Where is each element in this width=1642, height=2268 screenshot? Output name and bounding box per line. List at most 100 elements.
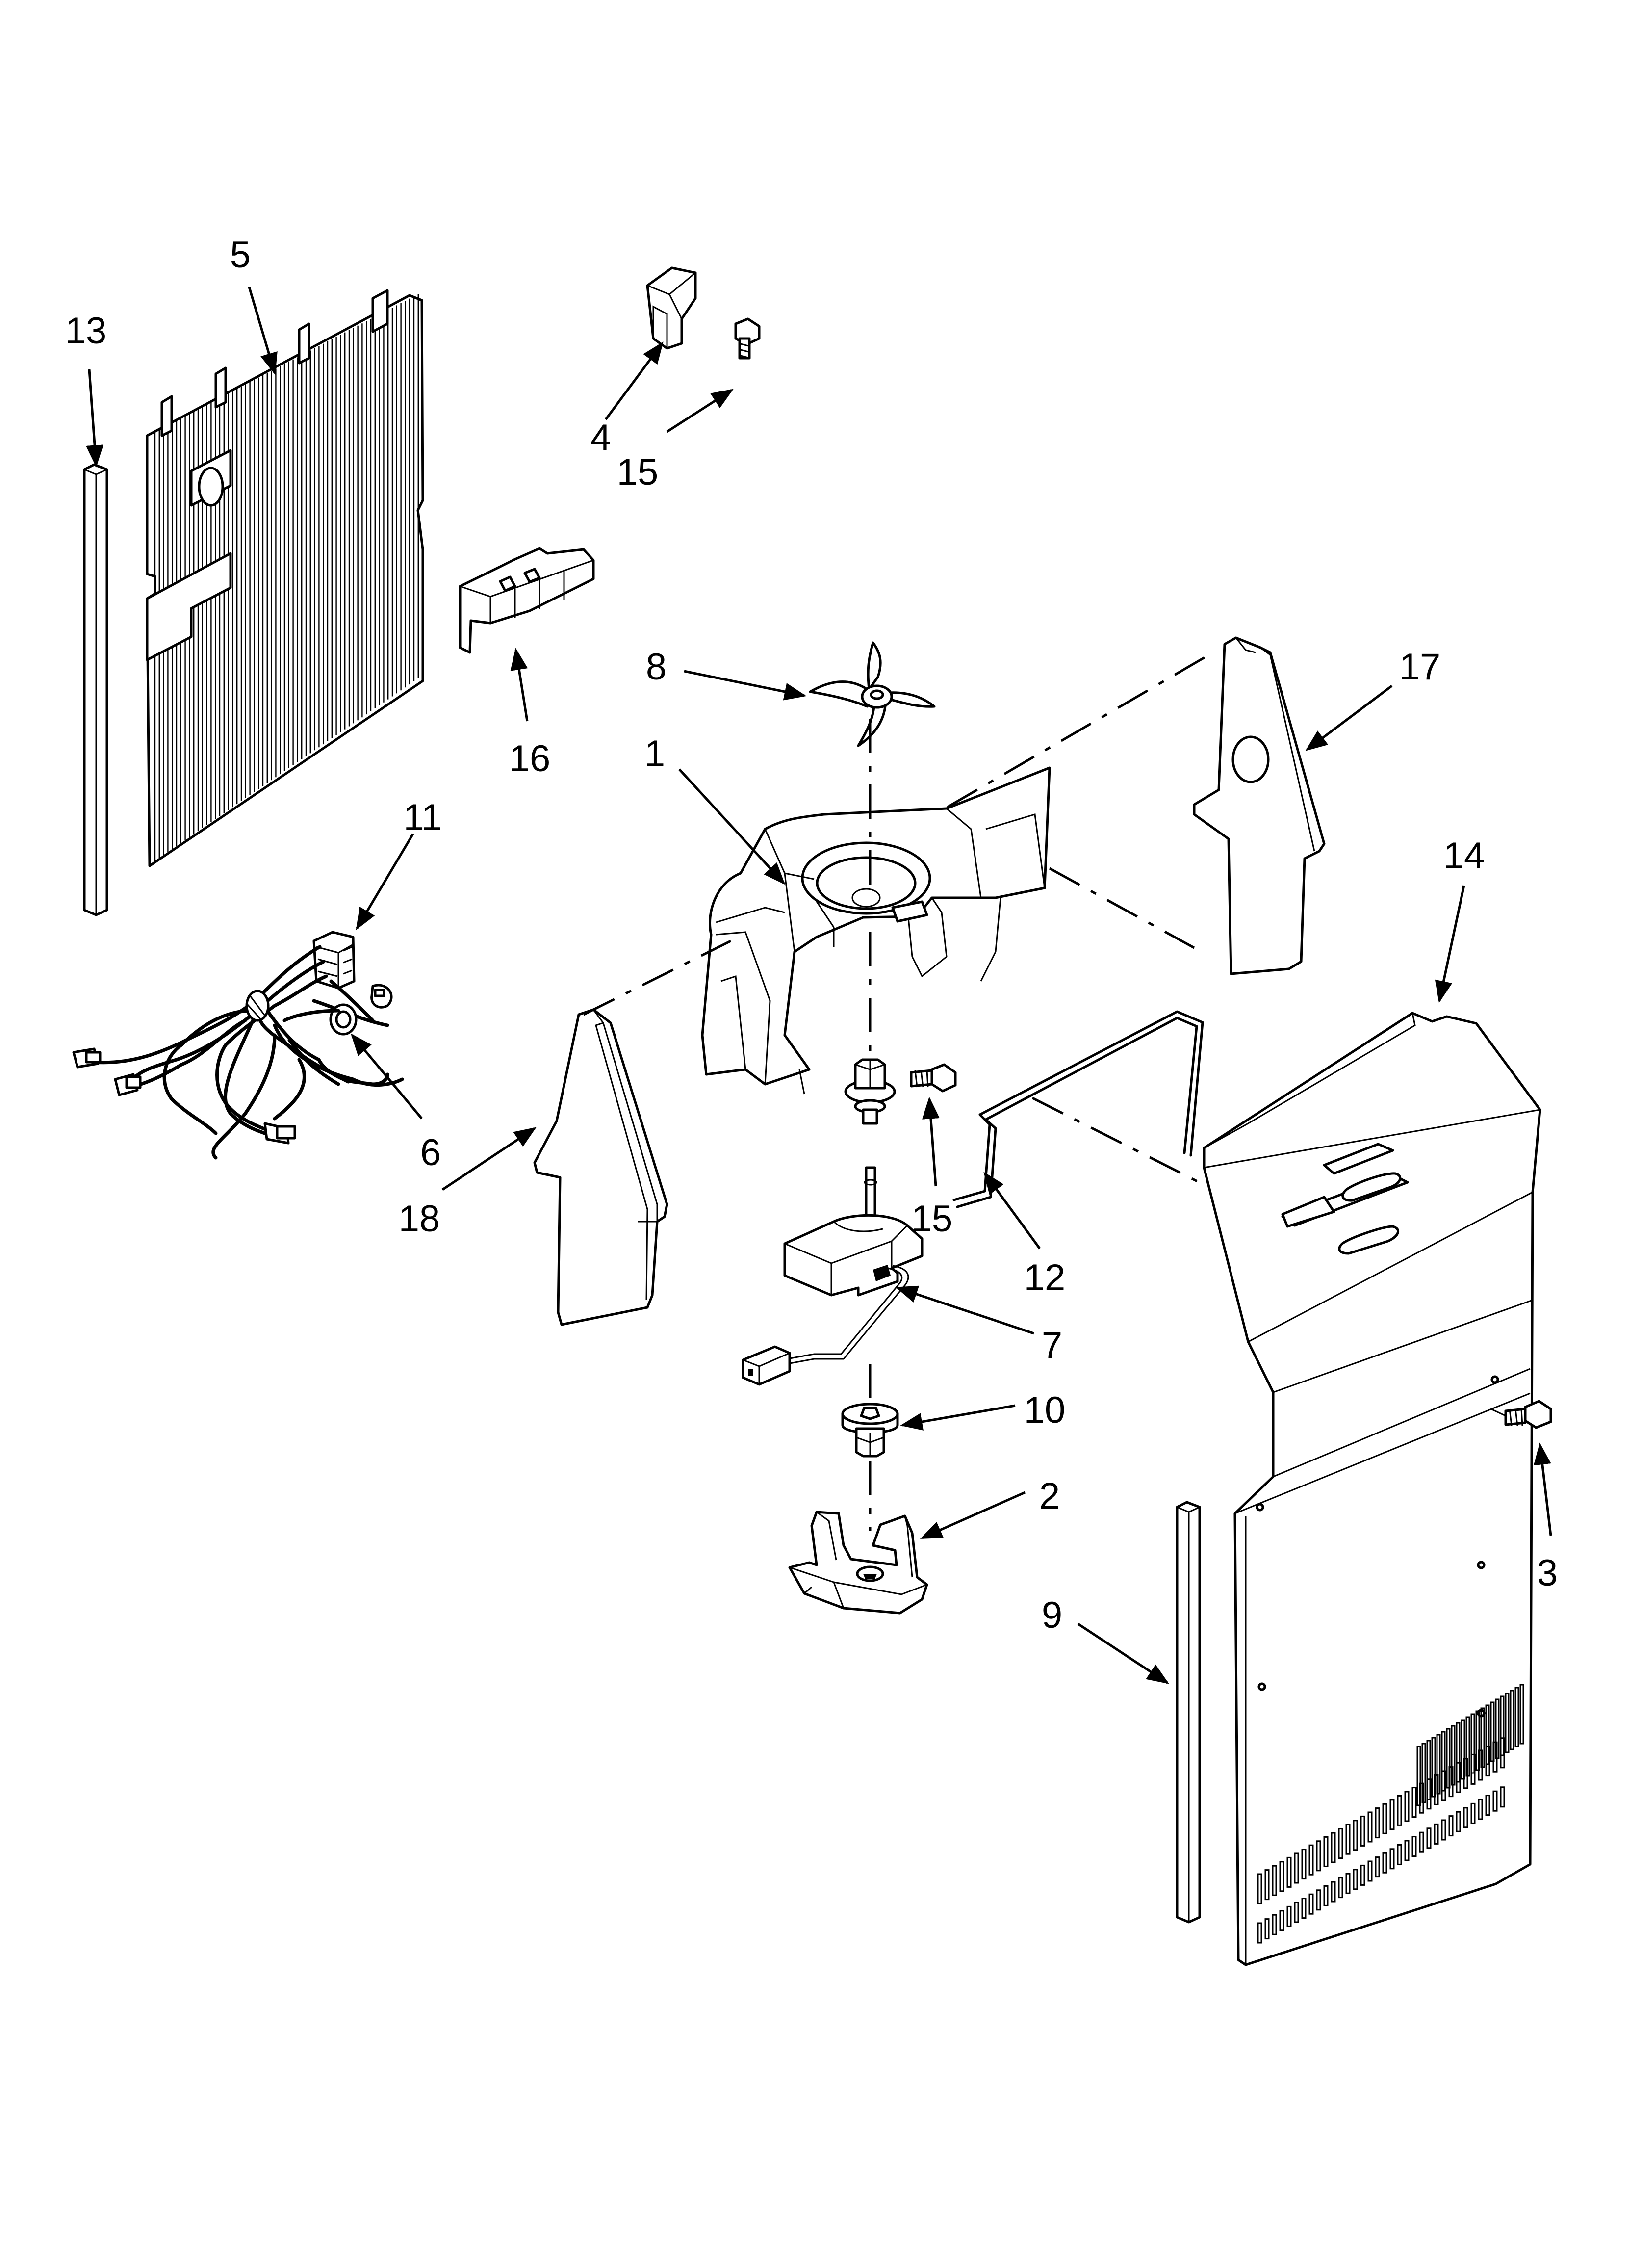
vent-slot	[1353, 1820, 1358, 1851]
vent-slot	[1294, 1902, 1299, 1923]
vent-slot	[1404, 1840, 1410, 1861]
vent-slot	[1294, 1852, 1299, 1884]
vent-slot	[1456, 1722, 1461, 1783]
vent-slot	[1485, 1704, 1490, 1765]
vent-slot	[1301, 1849, 1307, 1880]
vent-slot	[1490, 1701, 1495, 1762]
vent-slot	[1375, 1807, 1380, 1839]
vent-slot	[1331, 1881, 1336, 1903]
vent-slot	[1441, 1731, 1446, 1792]
callout-4: 4	[590, 417, 611, 459]
part-3-screw	[1490, 1400, 1552, 1429]
callout-15-lower: 15	[911, 1198, 953, 1240]
vent-slot	[1434, 1823, 1439, 1845]
part-4-vent-cap	[646, 266, 697, 350]
callout-12: 12	[1024, 1257, 1066, 1299]
vent-slot	[1441, 1819, 1446, 1841]
vent-slot	[1272, 1865, 1277, 1896]
vent-slot	[1331, 1832, 1336, 1863]
callout-17: 17	[1399, 646, 1441, 688]
vent-slot	[1470, 1713, 1475, 1774]
vent-slot	[1397, 1844, 1402, 1865]
vent-slot	[1485, 1795, 1490, 1816]
part-5-rear-panel	[146, 289, 424, 867]
callout-11: 11	[404, 797, 442, 838]
alignment-lines	[583, 652, 1212, 1531]
vent-slot	[1419, 1831, 1424, 1853]
vent-slot	[1323, 1885, 1329, 1906]
part-8-fan-blade	[809, 641, 936, 747]
vent-slot	[1389, 1799, 1395, 1830]
part-15-screw-top	[734, 317, 761, 360]
callout-15-top: 15	[617, 451, 659, 493]
vent-slot	[1463, 1807, 1468, 1828]
part-15-screw-lower	[910, 1063, 957, 1093]
part-12-wire-bracket	[952, 1010, 1204, 1208]
callout-18: 18	[399, 1198, 440, 1240]
vent-slot	[1456, 1811, 1461, 1832]
vent-slot	[1421, 1743, 1426, 1803]
vent-slot	[1451, 1725, 1456, 1786]
part-1-fan-shroud	[701, 766, 1051, 1095]
callout-2: 2	[1039, 1475, 1060, 1517]
vent-slot	[1465, 1716, 1470, 1777]
vent-slot	[1470, 1802, 1476, 1824]
callout-13: 13	[65, 310, 107, 352]
part-7-fan-motor	[742, 1166, 924, 1386]
part-18-baffle-left	[533, 1008, 668, 1326]
vent-slot	[1397, 1795, 1402, 1826]
vent-slot	[1475, 1710, 1480, 1771]
motor-grommet-upper	[844, 1058, 896, 1125]
vent-slot	[1431, 1737, 1436, 1798]
callout-14: 14	[1443, 835, 1485, 877]
callout-1: 1	[644, 733, 665, 775]
vent-slot	[1272, 1914, 1277, 1935]
vent-slot	[1375, 1856, 1380, 1878]
part-17-baffle-right	[1193, 636, 1326, 975]
part-16-bracket	[459, 547, 595, 654]
callout-8: 8	[646, 646, 667, 688]
part-9-strip	[1176, 1501, 1201, 1924]
part-2-motor-bracket	[788, 1511, 928, 1615]
vent-slot	[1436, 1734, 1441, 1795]
callout-7: 7	[1042, 1325, 1062, 1366]
vent-slot	[1519, 1684, 1524, 1745]
vent-slot	[1411, 1836, 1417, 1857]
vent-slot	[1257, 1873, 1262, 1904]
vent-slot	[1426, 1827, 1432, 1849]
vent-slots	[1257, 1684, 1524, 1944]
vent-slot	[1345, 1873, 1351, 1894]
vent-slot	[1495, 1698, 1500, 1759]
vent-slot	[1500, 1786, 1505, 1808]
vent-slot	[1286, 1856, 1292, 1888]
vent-slot	[1279, 1861, 1284, 1892]
vent-slot	[1301, 1898, 1307, 1919]
vent-slot	[1446, 1728, 1451, 1789]
vent-slot	[1264, 1869, 1270, 1901]
vent-slot	[1500, 1695, 1505, 1756]
vent-slot	[1461, 1719, 1465, 1780]
vent-slot	[1338, 1877, 1343, 1899]
vent-slot	[1308, 1893, 1314, 1915]
vent-slot	[1411, 1787, 1417, 1818]
vent-slot	[1279, 1910, 1284, 1931]
vent-slot	[1389, 1848, 1395, 1870]
vent-slot	[1367, 1811, 1373, 1843]
vent-slot	[1338, 1828, 1343, 1859]
vent-slot	[1316, 1840, 1321, 1872]
part-11-wire-harness	[72, 931, 404, 1160]
vent-slot	[1316, 1889, 1321, 1911]
vent-slot	[1286, 1905, 1292, 1927]
vent-slot	[1514, 1687, 1519, 1747]
callout-10: 10	[1024, 1389, 1066, 1431]
vent-slot	[1505, 1693, 1510, 1753]
vent-slot	[1264, 1918, 1270, 1940]
part-10-grommet	[841, 1403, 899, 1458]
leader-lines	[86, 287, 1552, 1684]
callout-5: 5	[230, 234, 251, 276]
vent-slot	[1360, 1815, 1365, 1847]
callout-3: 3	[1537, 1552, 1558, 1594]
vent-slot	[1367, 1860, 1373, 1882]
part-14-front-cover	[1203, 1012, 1541, 1966]
